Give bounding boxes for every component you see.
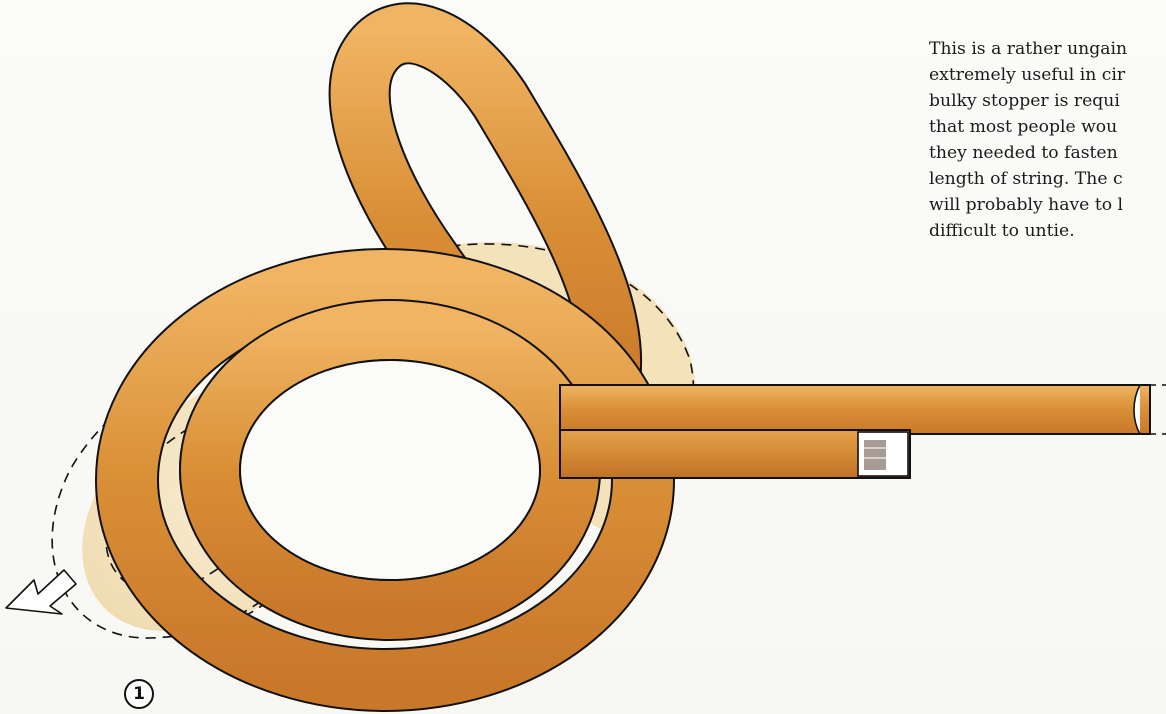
description-line: bulky stopper is requi [929,88,1166,114]
description-text: This is a rather ungain extremely useful… [929,36,1166,244]
description-line: extremely useful in cir [929,62,1166,88]
rope-eye [240,360,540,580]
description-line: difficult to untie. [929,218,1166,244]
rope-whipping [864,440,886,470]
rope-standing-part [560,385,1150,434]
description-line: length of string. The c [929,166,1166,192]
pull-direction-arrow-icon [6,570,76,614]
step-number-badge: 1 [124,679,154,709]
description-line: they needed to fasten [929,140,1166,166]
description-line: will probably have to l [929,192,1166,218]
description-line: that most people wou [929,114,1166,140]
description-line: This is a rather ungain [929,36,1166,62]
